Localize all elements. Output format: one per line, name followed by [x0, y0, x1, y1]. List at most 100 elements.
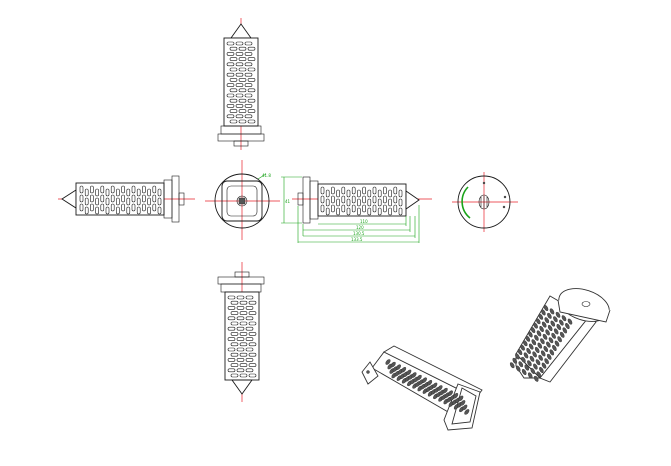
- slot: [372, 186, 377, 195]
- slot: [84, 197, 89, 206]
- slot: [157, 197, 162, 206]
- slot: [238, 88, 247, 93]
- slot: [515, 365, 521, 372]
- slot: [432, 382, 438, 389]
- slot: [236, 295, 245, 300]
- slot: [238, 109, 247, 113]
- top-view: [217, 18, 265, 150]
- slot: [547, 312, 552, 319]
- slot: [362, 204, 366, 213]
- slot: [341, 186, 346, 195]
- slot: [245, 295, 254, 300]
- slot: [536, 371, 542, 378]
- slot: [521, 356, 526, 363]
- slot: [357, 189, 361, 198]
- length-dimension-3: 130.5: [353, 231, 365, 236]
- slot: [247, 57, 256, 61]
- slot: [460, 400, 466, 406]
- slot: [331, 195, 335, 204]
- slot: [538, 354, 543, 361]
- front-view: 41.8: [205, 160, 280, 240]
- slot: [539, 367, 544, 373]
- slot: [542, 333, 548, 340]
- slot: [398, 189, 403, 198]
- slot: [551, 332, 556, 339]
- slot: [239, 332, 248, 336]
- slot: [238, 78, 247, 82]
- slot: [532, 351, 537, 358]
- right-view-slots: [320, 186, 403, 216]
- slot: [398, 207, 403, 216]
- slot: [552, 345, 557, 351]
- isometric-view-front: [361, 345, 483, 431]
- slot: [244, 93, 253, 98]
- slot: [562, 327, 568, 334]
- slot: [110, 185, 115, 194]
- slot: [248, 363, 257, 367]
- slot: [383, 186, 387, 195]
- slot: [136, 197, 141, 206]
- slot: [528, 343, 534, 350]
- slot: [105, 206, 110, 215]
- slot: [79, 203, 84, 212]
- slot: [245, 306, 254, 310]
- slot: [136, 206, 141, 215]
- slot: [351, 186, 356, 195]
- slot: [362, 186, 366, 195]
- length-dimension-4: 133.5: [351, 237, 363, 242]
- slot: [383, 195, 387, 204]
- slot: [238, 57, 247, 61]
- slot: [538, 313, 544, 320]
- slot: [388, 189, 392, 198]
- slot: [393, 186, 398, 195]
- slot: [239, 373, 248, 378]
- slot: [84, 206, 89, 215]
- slot: [453, 393, 459, 399]
- slot: [235, 62, 244, 67]
- slot: [367, 189, 372, 198]
- slot: [235, 41, 244, 46]
- front-dimension-label: 41.8: [262, 173, 271, 178]
- slot: [126, 188, 131, 197]
- slot: [236, 358, 245, 362]
- slot: [245, 316, 254, 321]
- slot: [230, 300, 239, 305]
- slot: [336, 198, 340, 207]
- slot: [126, 197, 131, 206]
- slot: [79, 194, 84, 203]
- slot: [325, 189, 330, 198]
- slot: [227, 358, 236, 362]
- slot: [377, 189, 382, 198]
- slot: [550, 320, 556, 327]
- slot: [388, 198, 392, 207]
- slot: [555, 311, 561, 318]
- slot: [336, 189, 340, 198]
- slot: [247, 109, 256, 113]
- length-dimension-2: 120: [356, 225, 364, 230]
- slot: [543, 346, 549, 352]
- slot: [229, 67, 238, 72]
- slot: [336, 207, 340, 216]
- slot: [238, 67, 247, 72]
- slot: [512, 357, 518, 364]
- slot: [235, 114, 244, 119]
- slot: [239, 342, 248, 347]
- slot: [110, 203, 115, 212]
- slot: [528, 331, 533, 338]
- slot: [245, 347, 254, 352]
- slot: [527, 360, 532, 367]
- slot: [248, 373, 257, 378]
- slot: [245, 337, 254, 341]
- slot: [524, 364, 530, 371]
- slot: [556, 324, 562, 330]
- slot: [236, 316, 245, 321]
- slot: [526, 348, 531, 354]
- slot: [548, 337, 554, 344]
- slot: [458, 395, 464, 402]
- end-view: [452, 172, 518, 232]
- slot: [157, 188, 162, 197]
- slot: [227, 347, 236, 352]
- slot: [100, 203, 105, 212]
- slot: [239, 363, 248, 367]
- slot: [245, 326, 254, 331]
